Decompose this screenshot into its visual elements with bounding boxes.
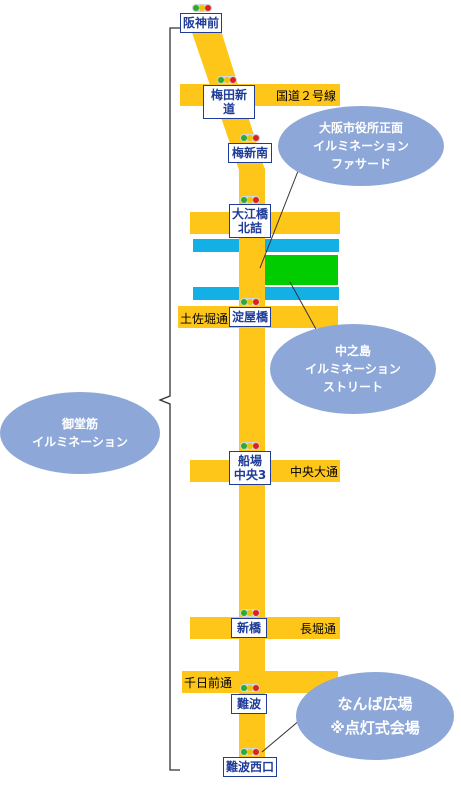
traffic-light bbox=[240, 298, 260, 306]
road-label-nagahori: 長堀通 bbox=[300, 622, 337, 636]
road-label-tosabori: 土佐堀通 bbox=[180, 312, 229, 326]
traffic-light bbox=[240, 196, 260, 204]
road-label-chuo-odori: 中央大通 bbox=[290, 465, 339, 479]
station-hanshinmae: 阪神前 bbox=[180, 13, 222, 33]
river-dojima bbox=[193, 239, 339, 252]
leader-city-hall bbox=[259, 165, 301, 269]
station-namba: 難波 bbox=[231, 694, 267, 714]
callout-city-hall: 大阪市役所正面 イルミネーション ファサード bbox=[278, 106, 444, 186]
traffic-light bbox=[240, 684, 260, 692]
callout-midosuji: 御堂筋 イルミネーション bbox=[0, 392, 160, 474]
traffic-light bbox=[217, 76, 237, 84]
station-umeshinminami: 梅新南 bbox=[228, 143, 272, 163]
traffic-light bbox=[192, 4, 212, 12]
brace bbox=[158, 27, 180, 771]
nakanoshima-park bbox=[262, 255, 338, 285]
traffic-light bbox=[240, 748, 260, 756]
station-senba: 船場 中央3 bbox=[229, 451, 271, 485]
traffic-light bbox=[240, 609, 260, 617]
callout-nakanoshima: 中之島 イルミネーション ストリート bbox=[270, 324, 436, 414]
callout-namba-hiroba: なんば広場 ※点灯式会場 bbox=[296, 672, 454, 760]
station-umeda-shindo: 梅田新道 bbox=[203, 85, 255, 119]
road-label-kokudo2: 国道２号線 bbox=[276, 89, 337, 103]
traffic-light bbox=[240, 134, 260, 142]
station-oebashi: 大江橋 北詰 bbox=[229, 204, 271, 238]
leader-namba-hiroba bbox=[261, 719, 301, 753]
station-namba-nishiguchi: 難波西口 bbox=[223, 757, 277, 777]
station-yodoyabashi: 淀屋橋 bbox=[229, 307, 271, 327]
river-tosabori bbox=[193, 287, 339, 300]
road-label-sennichimae: 千日前通 bbox=[184, 676, 233, 690]
traffic-light bbox=[240, 442, 260, 450]
station-shinbashi: 新橋 bbox=[231, 618, 267, 638]
